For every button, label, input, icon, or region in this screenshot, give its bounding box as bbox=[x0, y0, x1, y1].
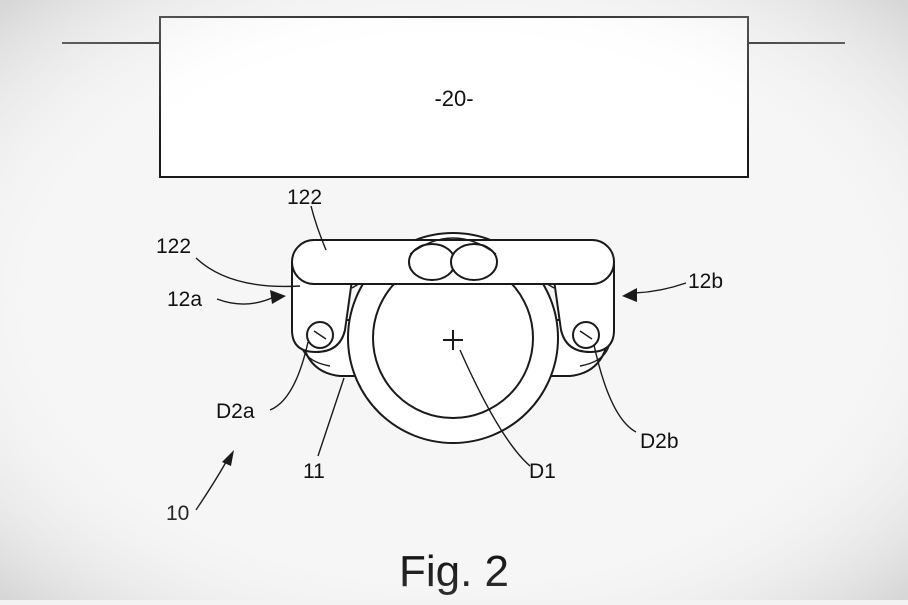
label-12b: 12b bbox=[688, 270, 723, 293]
component-label: -20- bbox=[434, 86, 473, 111]
label-d1: D1 bbox=[529, 460, 556, 483]
label-11: 11 bbox=[303, 460, 325, 483]
figure-caption: Fig. 2 bbox=[399, 547, 509, 596]
label-d2b: D2b bbox=[640, 430, 679, 453]
label-122-top: 122 bbox=[287, 186, 322, 209]
label-d2a: D2a bbox=[216, 400, 255, 423]
label-10: 10 bbox=[166, 502, 189, 525]
component-20: -20- bbox=[62, 16, 845, 178]
label-122-left: 122 bbox=[156, 235, 191, 258]
label-12a: 12a bbox=[167, 288, 202, 311]
